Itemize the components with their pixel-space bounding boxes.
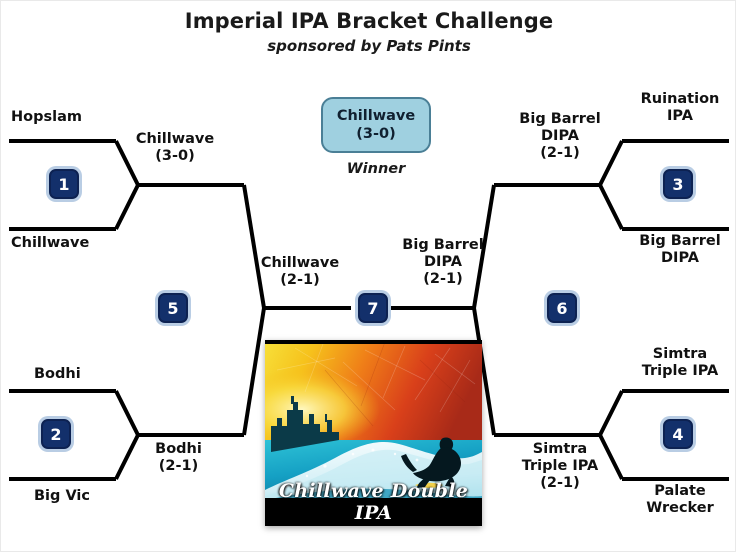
left-r1-team-big-vic: Big Vic [34,488,90,504]
page-title: Imperial IPA Bracket Challenge [184,9,554,33]
right-r1-team-simtra: Simtra Triple IPA [641,346,719,380]
match-badge-5[interactable]: 5 [158,293,188,323]
winner-name: Chillwave [336,107,416,124]
left-r1-team-bodhi: Bodhi [34,366,81,382]
left-r1-team-chillwave: Chillwave [11,235,90,251]
right-r1-team-palate-wrecker: Palate Wrecker [646,483,714,517]
surfer-wave-artwork [265,340,482,526]
match-badge-2[interactable]: 2 [41,419,71,449]
match-badge-7[interactable]: 7 [358,293,388,323]
left-semifinal-winner: Chillwave (2-1) [260,255,340,289]
left-r2-winner-bottom: Bodhi (2-1) [155,441,202,475]
winner-caption: Winner [346,161,406,177]
right-r2-winner-bottom: Simtra Triple IPA (2-1) [521,441,599,492]
page-subtitle: sponsored by Pats Pints [267,37,471,55]
match-badge-3[interactable]: 3 [663,169,693,199]
match-badge-1[interactable]: 1 [49,169,79,199]
left-r2-winner-top: Chillwave (3-0) [135,131,215,165]
winner-record: (3-0) [356,126,396,142]
right-r1-team-big-barrel: Big Barrel DIPA [639,233,721,267]
right-semifinal-winner: Big Barrel DIPA (2-1) [402,237,484,288]
winner-box[interactable]: Chillwave (3-0) [321,97,431,153]
match-badge-4[interactable]: 4 [663,419,693,449]
match-badge-6[interactable]: 6 [547,293,577,323]
right-r1-team-ruination: Ruination IPA [640,91,720,125]
artwork-caption: Chillwave Double IPA [278,480,469,524]
left-r1-team-hopslam: Hopslam [11,109,82,125]
right-r2-winner-top: Big Barrel DIPA (2-1) [519,111,601,162]
chillwave-label-image: Chillwave Double IPA [265,340,482,526]
